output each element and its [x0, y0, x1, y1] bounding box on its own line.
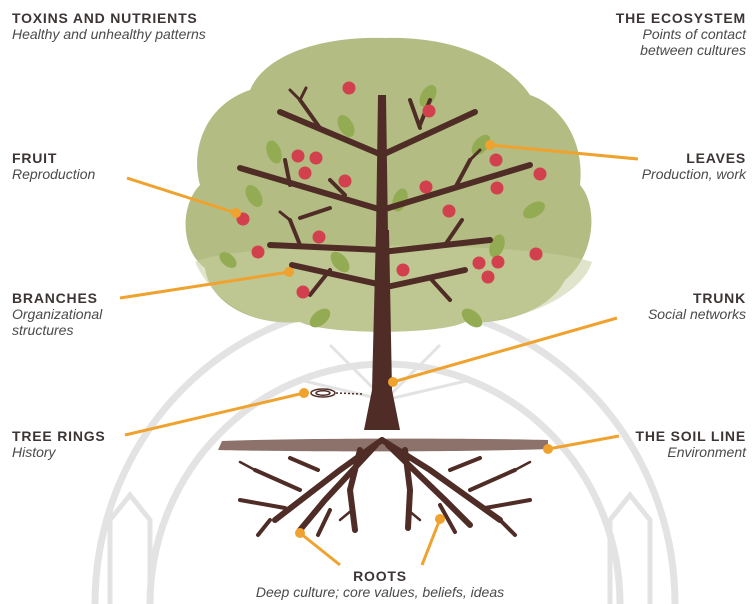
label-title: TRUNK	[693, 290, 746, 306]
leaf	[489, 234, 505, 258]
fruit-dot	[442, 204, 456, 218]
trunk-pointer	[388, 316, 618, 387]
label-subtitle-line2: between cultures	[640, 42, 746, 59]
fruit	[236, 81, 547, 299]
label-title: LEAVES	[686, 150, 746, 166]
leaf	[245, 185, 263, 207]
branches-pointer	[119, 267, 294, 300]
leaf	[309, 308, 331, 328]
leaf	[266, 140, 282, 164]
label-branches: BRANCHES Organizational structures	[12, 290, 102, 338]
tree-roots	[238, 437, 532, 537]
label-subtitle: Environment	[667, 444, 746, 461]
label-subtitle: Social networks	[647, 306, 746, 323]
label-tree-rings: TREE RINGS History	[12, 428, 106, 460]
leaf	[330, 251, 350, 273]
fruit-pointer	[126, 176, 241, 218]
fruit-dot	[489, 153, 503, 167]
label-subtitle: History	[12, 444, 56, 461]
tree-ring-icon	[310, 388, 363, 398]
fruit-dot	[472, 256, 486, 270]
leaf	[419, 85, 437, 107]
label-title: TREE RINGS	[12, 428, 106, 444]
label-subtitle: Reproduction	[12, 166, 96, 183]
label-subtitle-line1: Points of contact	[642, 26, 746, 43]
label-roots: ROOTS Deep culture; core values, beliefs…	[180, 568, 580, 600]
fruit-dot	[312, 230, 326, 244]
label-title: THE SOIL LINE	[635, 428, 746, 444]
fruit-dot	[533, 167, 547, 181]
fruit-dot	[296, 285, 310, 299]
fruit-dot	[419, 180, 433, 194]
label-trunk: TRUNK Social networks	[648, 290, 746, 322]
label-fruit: FRUIT Reproduction	[12, 150, 95, 182]
fruit-dot	[298, 166, 312, 180]
leaf	[461, 308, 483, 328]
tree-branches	[237, 86, 533, 302]
label-title: TOXINS AND NUTRIENTS	[12, 10, 198, 26]
label-subtitle-line1: Organizational	[12, 306, 103, 323]
pointer-lines	[119, 140, 639, 567]
label-subtitle: Deep culture; core values, beliefs, idea…	[255, 584, 505, 601]
fruit-dot	[396, 263, 410, 277]
label-subtitle-line2: structures	[12, 322, 74, 339]
fruit-dot	[309, 151, 323, 165]
label-the-ecosystem: THE ECOSYSTEM Points of contact between …	[616, 10, 746, 58]
soil-line-pointer	[543, 434, 620, 454]
leaves-pointer	[485, 140, 639, 161]
fruit-dot	[251, 245, 265, 259]
leaf	[523, 201, 545, 219]
fruit-dot	[338, 174, 352, 188]
label-subtitle: Production, work	[641, 166, 746, 183]
fruit-dot	[481, 270, 495, 284]
label-title: ROOTS	[353, 568, 407, 584]
fruit-dot	[490, 181, 504, 195]
fruit-dot	[491, 255, 505, 269]
tree-rings-pointer	[124, 388, 309, 437]
fruit-dot	[422, 104, 436, 118]
leaf	[471, 134, 491, 156]
soil-line	[218, 438, 548, 452]
label-toxins-and-nutrients: TOXINS AND NUTRIENTS Healthy and unhealt…	[12, 10, 206, 42]
roots-pointer-left	[295, 528, 341, 567]
label-leaves: LEAVES Production, work	[642, 150, 746, 182]
fruit-dot	[342, 81, 356, 95]
roots-pointer-right	[420, 514, 445, 566]
leaf	[337, 115, 355, 137]
label-the-soil-line: THE SOIL LINE Environment	[636, 428, 747, 460]
label-title: BRANCHES	[12, 290, 98, 306]
trunk-top	[376, 95, 388, 235]
fruit-dot	[291, 149, 305, 163]
label-subtitle: Healthy and unhealthy patterns	[12, 26, 206, 43]
label-title: FRUIT	[12, 150, 58, 166]
label-title: THE ECOSYSTEM	[615, 10, 746, 26]
leaf	[219, 252, 237, 268]
fruit-dot	[529, 247, 543, 261]
